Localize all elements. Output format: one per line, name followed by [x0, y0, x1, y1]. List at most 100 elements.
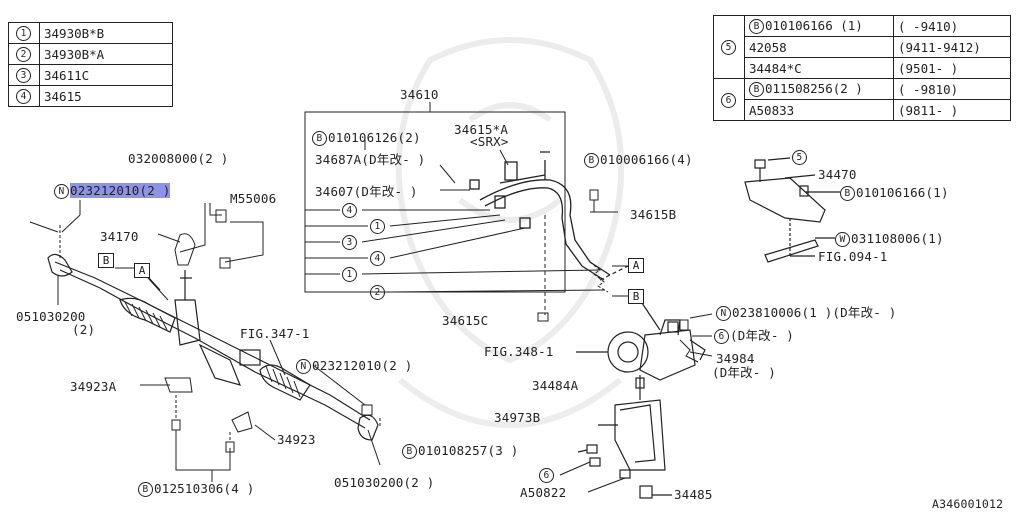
ref-fig-094-1[interactable]: FIG.094-1: [818, 249, 888, 264]
legend-row[interactable]: 34484*C (9501- ): [714, 57, 1011, 79]
bolt-prefix-marker: B: [749, 82, 764, 97]
part-number: 012510306(4 ): [154, 481, 255, 496]
frame-leaders: [305, 140, 606, 293]
diagram-reference-id: A346001012: [932, 497, 1004, 511]
bolt-prefix-marker: B: [749, 19, 764, 34]
legend-row[interactable]: 4 34615: [8, 85, 173, 107]
part-label-34923[interactable]: 34923: [277, 432, 316, 447]
part-label-34615B[interactable]: 34615B: [630, 207, 677, 222]
ref-fig-347-1[interactable]: FIG.347-1: [240, 326, 310, 341]
boot-ribs: [124, 301, 301, 398]
part-label-032008000[interactable]: 032008000(2 ): [128, 151, 229, 166]
part-label-34615A[interactable]: 34615*A: [454, 122, 509, 137]
part-number: 023810006(1 )(D年改- ): [732, 305, 897, 320]
bolt-marker: B: [312, 131, 327, 146]
part-number: 010106166(1): [856, 185, 949, 200]
part-number: 010108257(3 ): [418, 443, 519, 458]
nut-marker: N: [716, 306, 731, 321]
part-number: 031108006(1): [851, 231, 944, 246]
legend-row[interactable]: 42058 (9411-9412): [714, 36, 1011, 58]
callout-4[interactable]: 4: [342, 203, 357, 218]
body-leaders: [29, 200, 381, 482]
view-marker-a[interactable]: A: [134, 263, 150, 278]
legend-group-circle: 5: [721, 40, 736, 55]
part-label-34687A[interactable]: 34687A(D年改- ): [315, 152, 426, 167]
legend-part: 011508256(2 ): [765, 81, 863, 96]
legend-group-circle: 6: [721, 92, 736, 108]
view-marker-b[interactable]: B: [98, 253, 114, 268]
ref-fig-348-1[interactable]: FIG.348-1: [484, 344, 554, 359]
callout-4[interactable]: 4: [370, 251, 385, 266]
legend-range: ( -9810): [893, 78, 1011, 100]
variant-note: (D年改- ): [730, 328, 795, 343]
legend-key-circle: 3: [16, 68, 31, 83]
callout-1[interactable]: 1: [370, 219, 385, 234]
part-label-34170[interactable]: 34170: [100, 229, 139, 244]
part-label-34484A[interactable]: 34484A: [532, 378, 579, 393]
bolt-marker: B: [584, 153, 599, 168]
callout-6[interactable]: 6: [539, 468, 554, 483]
legend-key-circle: 4: [16, 89, 31, 104]
bolt-marker: B: [138, 482, 153, 497]
bolt-010006166: [589, 189, 599, 212]
view-marker-a[interactable]: A: [628, 258, 644, 273]
part-label-34485[interactable]: 34485: [674, 487, 713, 502]
legend-part: 34615: [39, 85, 173, 107]
legend-key-circle: 1: [16, 26, 31, 41]
pressure-pipes: [469, 151, 611, 281]
bolt-marker: B: [840, 186, 855, 201]
part-label-34610[interactable]: 34610: [400, 87, 439, 102]
pump-bracket: [559, 259, 672, 499]
part-label-M55006[interactable]: M55006: [230, 191, 277, 206]
callout-5[interactable]: 5: [792, 150, 807, 165]
part-label-051030200-bottom[interactable]: 051030200(2 ): [334, 475, 435, 490]
part-qty: (2): [72, 322, 96, 337]
part-label-34973B[interactable]: 34973B: [494, 410, 541, 425]
callout-6-label[interactable]: 6(D年改- ): [714, 329, 794, 344]
part-label-A50822[interactable]: A50822: [520, 485, 567, 500]
legend-key-circle: 2: [16, 47, 31, 62]
legend-part: 34611C: [39, 64, 173, 86]
part-label-34615C[interactable]: 34615C: [442, 313, 489, 328]
legend-part: 34930B*B: [39, 22, 173, 44]
legend-row[interactable]: 1 34930B*B: [8, 22, 173, 44]
part-number: 010006166(4): [600, 152, 693, 167]
legend-part: 42058: [744, 36, 894, 58]
gearbox-body: [47, 253, 379, 441]
callout-1[interactable]: 1: [342, 267, 357, 282]
power-steering-pump: [576, 319, 706, 381]
legend-row[interactable]: A50833 (9811- ): [714, 99, 1011, 121]
watermark-logo: [395, 37, 625, 428]
legend-row[interactable]: 3 34611C: [8, 64, 173, 86]
selected-part-highlight[interactable]: 023212010(2 ): [70, 183, 171, 198]
part-label-34984[interactable]: 34984: [716, 351, 755, 366]
part-label-34470[interactable]: 34470: [818, 167, 857, 182]
callout-3[interactable]: 3: [342, 235, 357, 250]
srx-note: <SRX>: [470, 134, 509, 149]
callout-6: 6: [714, 329, 729, 344]
view-marker-b[interactable]: B: [628, 289, 644, 304]
callout-2[interactable]: 2: [370, 285, 385, 300]
nut-marker: N: [296, 359, 311, 374]
part-label-34607[interactable]: 34607(D年改- ): [315, 184, 418, 199]
part-label-34923A[interactable]: 34923A: [70, 379, 117, 394]
part-label-051030200-left[interactable]: 051030200: [16, 309, 86, 324]
legend-part: 34484*C: [744, 57, 894, 79]
legend-part: 010106166 (1): [765, 18, 863, 33]
